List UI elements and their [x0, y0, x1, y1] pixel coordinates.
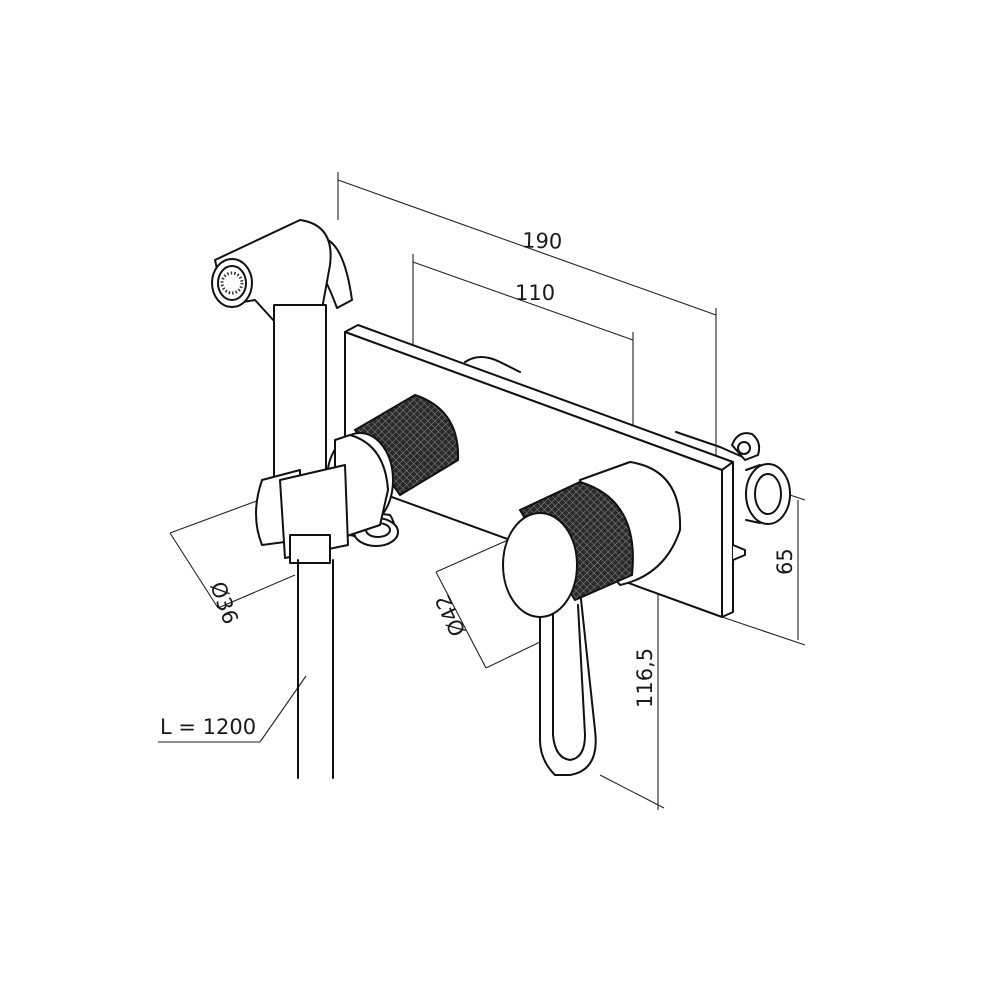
hose	[297, 559, 334, 779]
label-diameter-36: Ø36	[205, 579, 242, 628]
label-116-5: 116,5	[633, 648, 657, 708]
right-mixer	[502, 461, 682, 776]
hand-shower	[211, 219, 353, 564]
label-110: 110	[515, 281, 555, 305]
dimension-labels: 190 110 Ø36 Ø42 65 116,5 L = 1200	[160, 228, 797, 739]
label-190: 190	[522, 228, 563, 253]
left-valve	[326, 393, 460, 547]
rear-housing	[464, 356, 791, 561]
label-65: 65	[773, 548, 797, 575]
label-hose-length: L = 1200	[160, 715, 256, 739]
label-diameter-42: Ø42	[430, 591, 470, 640]
